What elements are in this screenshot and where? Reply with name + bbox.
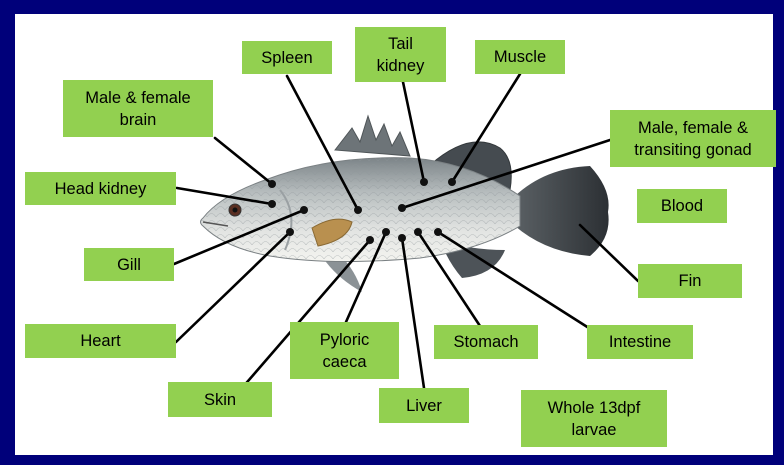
- label-gill: Gill: [84, 248, 174, 281]
- label-muscle: Muscle: [475, 40, 565, 74]
- dot-muscle: [448, 178, 456, 186]
- label-intestine: Intestine: [587, 325, 693, 359]
- dot-heart: [286, 228, 294, 236]
- label-spleen: Spleen: [242, 41, 332, 74]
- dorsal-fin-spiny: [335, 116, 410, 156]
- label-blood: Blood: [637, 189, 727, 223]
- dot-tail-kidney: [420, 178, 428, 186]
- label-pyloric-caeca: Pyloric caeca: [290, 322, 399, 379]
- label-larvae: Whole 13dpf larvae: [521, 390, 667, 447]
- label-brain: Male & female brain: [63, 80, 213, 137]
- label-heart: Heart: [25, 324, 176, 358]
- dot-liver: [398, 234, 406, 242]
- label-fin: Fin: [638, 264, 742, 298]
- dot-head-kidney: [268, 200, 276, 208]
- dot-gill: [300, 206, 308, 214]
- dot-stomach: [414, 228, 422, 236]
- fish-illustration: [201, 116, 609, 292]
- dot-intestine: [434, 228, 442, 236]
- label-stomach: Stomach: [434, 325, 538, 359]
- label-tail-kidney: Tail kidney: [355, 27, 446, 82]
- dot-brain: [268, 180, 276, 188]
- label-liver: Liver: [379, 388, 469, 423]
- label-skin: Skin: [168, 382, 272, 417]
- label-gonad: Male, female & transiting gonad: [610, 110, 776, 167]
- label-head-kidney: Head kidney: [25, 172, 176, 205]
- leader-liver: [402, 238, 424, 388]
- tail-fin: [515, 166, 609, 256]
- dot-spleen: [354, 206, 362, 214]
- dot-gonad: [398, 204, 406, 212]
- leader-heart: [176, 232, 290, 342]
- leader-brain: [215, 138, 272, 184]
- dot-pyloric-caeca: [382, 228, 390, 236]
- dot-skin: [366, 236, 374, 244]
